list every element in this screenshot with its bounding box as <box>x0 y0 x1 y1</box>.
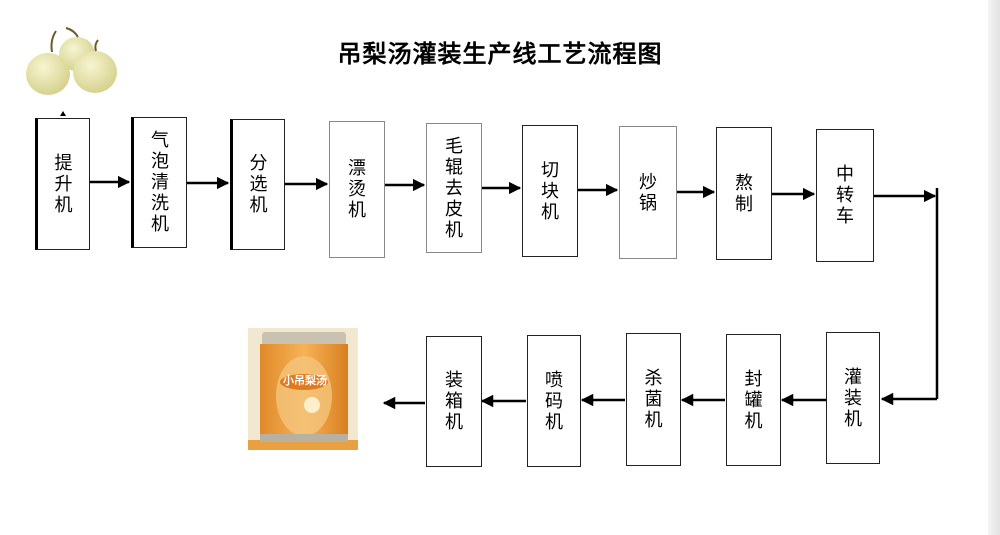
step-can-sealer: 封罐机 <box>726 334 781 466</box>
step-blancher: 漂烫机 <box>329 121 385 258</box>
step-label: 毛辊去皮机 <box>444 135 463 241</box>
pear-pointer-icon <box>60 111 66 116</box>
step-label: 漂烫机 <box>347 158 366 221</box>
step-label: 装箱机 <box>444 370 463 433</box>
step-label: 熬制 <box>734 172 753 215</box>
step-coder: 喷码机 <box>527 335 581 467</box>
step-label: 提升机 <box>54 152 73 216</box>
right-edge-strip <box>988 0 1000 535</box>
step-label: 分选机 <box>249 153 268 216</box>
step-label: 杀菌机 <box>644 368 663 431</box>
step-dicer: 切块机 <box>522 125 578 257</box>
step-filler: 灌装机 <box>826 332 880 464</box>
step-simmer: 熬制 <box>716 127 772 260</box>
step-label: 封罐机 <box>744 368 763 432</box>
diagram-title: 吊梨汤灌装生产线工艺流程图 <box>337 40 663 68</box>
step-wok: 炒锅 <box>619 126 677 259</box>
step-bubble-washer: 气泡清洗机 <box>131 117 187 248</box>
product-can-image <box>248 328 358 450</box>
pear-image <box>26 27 117 95</box>
can-label-text: 小吊梨汤 <box>283 374 327 387</box>
step-lift-machine: 提升机 <box>35 118 90 250</box>
step-sorter: 分选机 <box>230 119 285 250</box>
step-brush-peeler: 毛辊去皮机 <box>426 123 482 253</box>
step-sterilizer: 杀菌机 <box>626 333 681 466</box>
step-transfer-cart: 中转车 <box>816 129 874 262</box>
step-label: 切块机 <box>540 159 559 223</box>
step-label: 灌装机 <box>843 366 862 430</box>
step-label: 喷码机 <box>544 369 563 433</box>
step-case-packer: 装箱机 <box>426 336 482 467</box>
step-label: 气泡清洗机 <box>150 130 169 235</box>
step-label: 中转车 <box>835 164 854 227</box>
step-label: 炒锅 <box>638 171 657 214</box>
